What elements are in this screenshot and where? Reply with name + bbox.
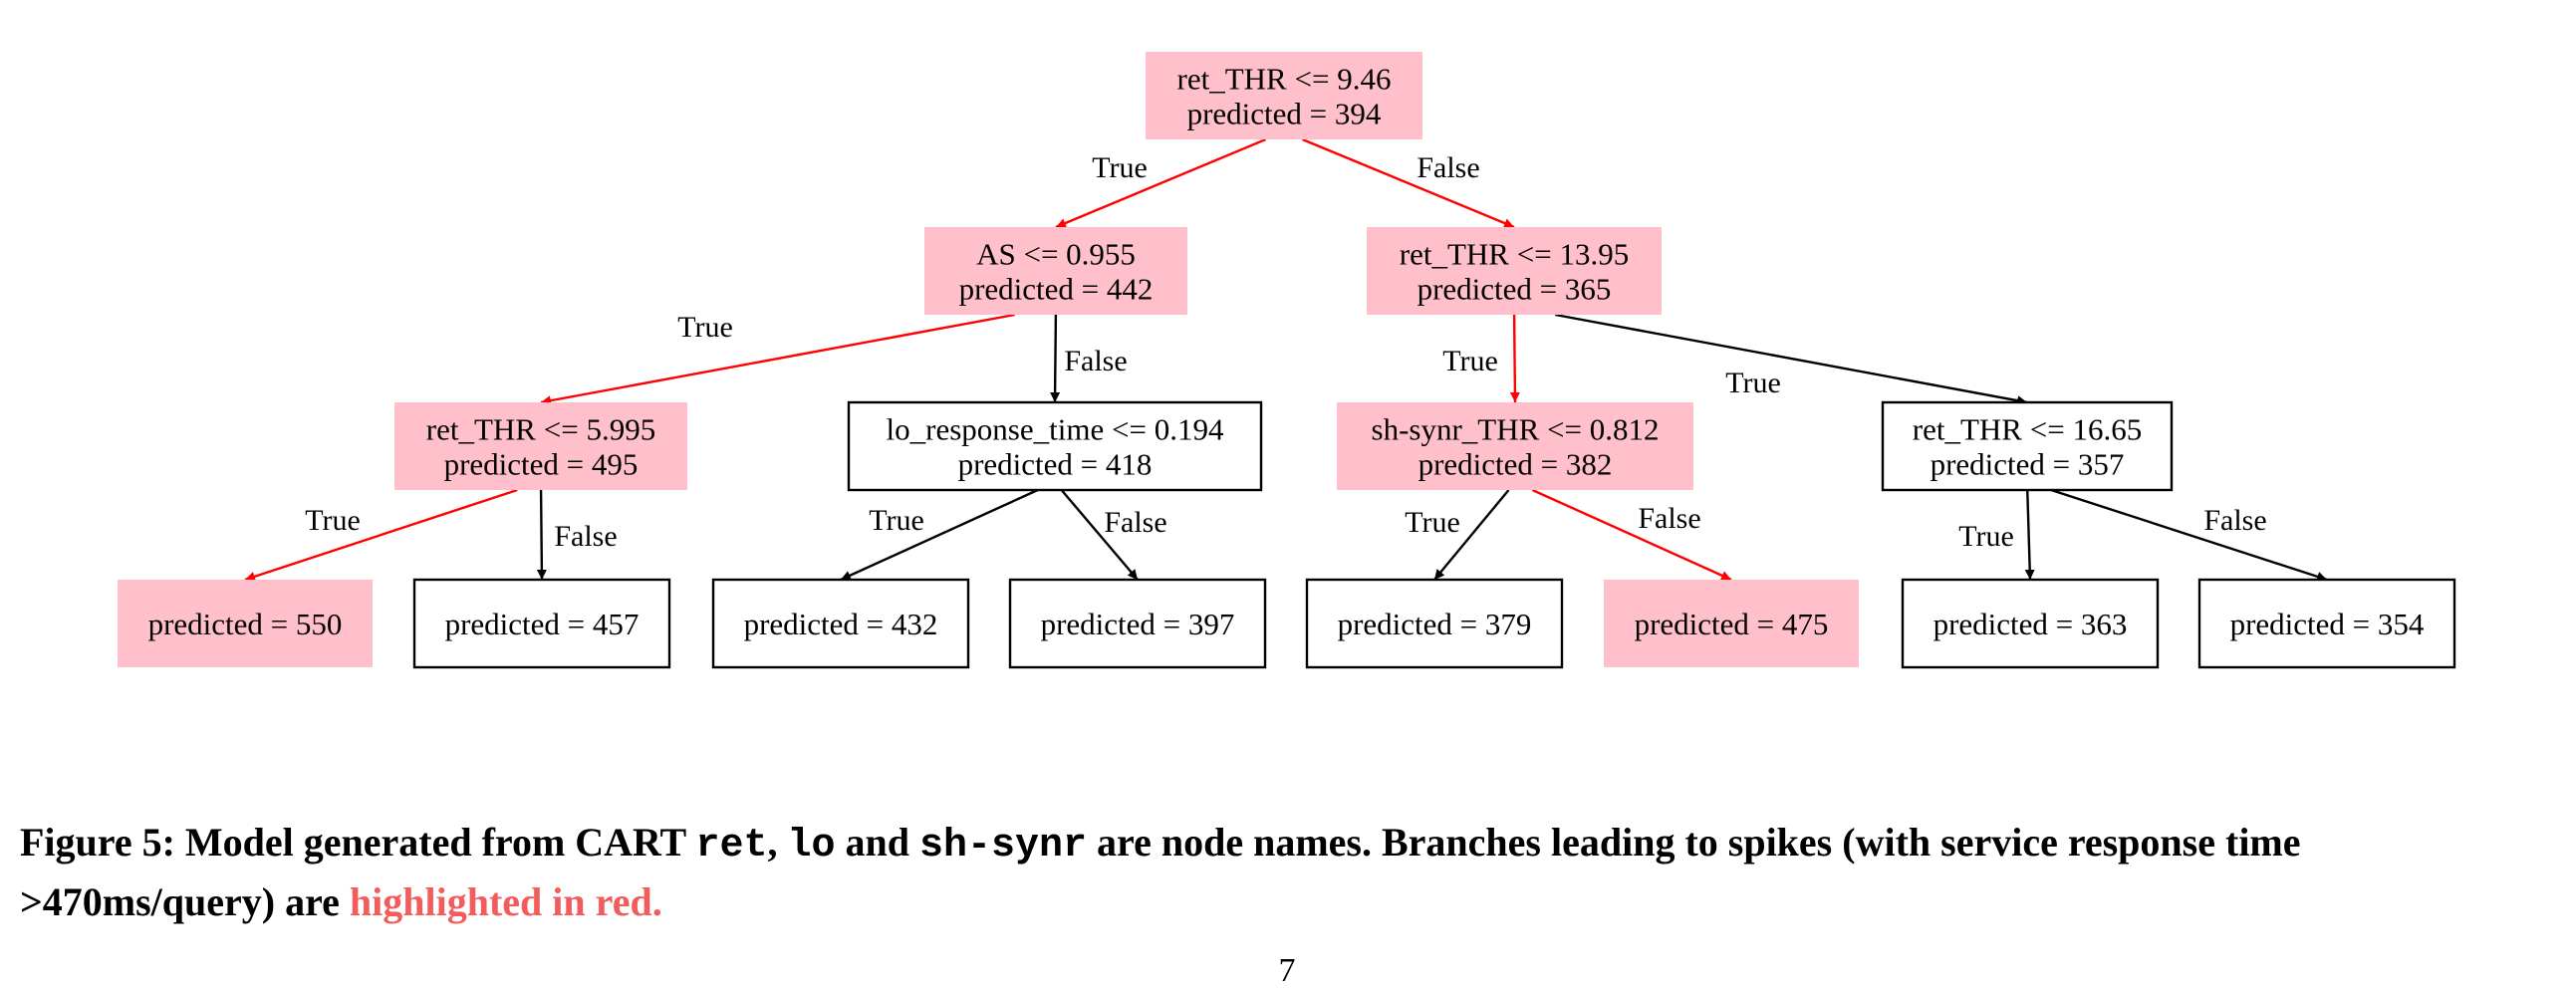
node-text-n2-0: ret_THR <= 13.95 bbox=[1400, 237, 1629, 272]
node-text-l4-0: predicted = 397 bbox=[1041, 607, 1235, 641]
edge-label-n0-n2: False bbox=[1417, 151, 1479, 184]
node-text-l5-0: predicted = 379 bbox=[1338, 607, 1532, 641]
node-text-n1-0: AS <= 0.955 bbox=[976, 237, 1136, 272]
edge-label-n4-l4: False bbox=[1104, 506, 1166, 539]
tree-node-l1: predicted = 550 bbox=[118, 580, 373, 667]
node-text-l7-0: predicted = 363 bbox=[1933, 607, 2128, 641]
edge-n5-l5 bbox=[1433, 489, 1510, 581]
edge-label-n2-n6: True bbox=[1725, 367, 1781, 399]
node-box-n2 bbox=[1367, 227, 1662, 315]
node-text-n6-1: predicted = 357 bbox=[1931, 447, 2125, 482]
edge-label-n0-n1: True bbox=[1092, 151, 1148, 184]
edge-label-n3-l2: False bbox=[554, 520, 617, 553]
node-text-l2-0: predicted = 457 bbox=[445, 607, 640, 641]
node-box-n5 bbox=[1337, 402, 1693, 490]
node-box-n1 bbox=[924, 227, 1187, 315]
edge-n0-n2 bbox=[1302, 137, 1515, 229]
tree-node-l5: predicted = 379 bbox=[1305, 578, 1564, 669]
edge-label-n6-l8: False bbox=[2203, 504, 2266, 537]
edge-label-n1-n4: False bbox=[1064, 345, 1127, 377]
edge-n2-n6 bbox=[1554, 313, 2028, 406]
tree-node-l7: predicted = 363 bbox=[1901, 578, 2160, 669]
edge-label-n6-l7: True bbox=[1958, 520, 2014, 553]
node-text-n6-0: ret_THR <= 16.65 bbox=[1913, 412, 2142, 447]
caption-text-3: and bbox=[835, 820, 920, 865]
edge-n2-n5 bbox=[1509, 314, 1520, 403]
node-text-n5-1: predicted = 382 bbox=[1418, 447, 1613, 482]
node-text-n0-0: ret_THR <= 9.46 bbox=[1177, 62, 1392, 97]
node-text-n4-1: predicted = 418 bbox=[958, 447, 1153, 482]
edge-label-n4-l3: True bbox=[869, 504, 924, 537]
edge-n1-n4 bbox=[1050, 314, 1061, 403]
caption-code-ret: ret bbox=[695, 824, 768, 868]
caption-text-1: Figure 5: Model generated from CART bbox=[20, 820, 696, 865]
edge-n3-l2 bbox=[536, 489, 547, 581]
node-box-l7 bbox=[1901, 578, 2160, 669]
page-number: 7 bbox=[1278, 952, 1296, 989]
node-box-n6 bbox=[1881, 400, 2174, 492]
node-text-n4-0: lo_response_time <= 0.194 bbox=[887, 412, 1224, 447]
node-text-n1-1: predicted = 442 bbox=[959, 272, 1154, 307]
tree-node-l2: predicted = 457 bbox=[412, 578, 671, 669]
edge-n3-l1 bbox=[244, 488, 518, 582]
edge-label-n1-n3: True bbox=[677, 311, 733, 344]
caption-text-4: are node names. Branches leading to spik… bbox=[20, 820, 2301, 924]
tree-node-l4: predicted = 397 bbox=[1008, 578, 1267, 669]
node-box-n0 bbox=[1146, 52, 1422, 139]
node-box-l2 bbox=[412, 578, 671, 669]
node-text-n5-0: sh-synr_THR <= 0.812 bbox=[1372, 412, 1660, 447]
node-text-n0-1: predicted = 394 bbox=[1187, 97, 1382, 131]
node-text-n3-0: ret_THR <= 5.995 bbox=[426, 412, 655, 447]
tree-node-l6: predicted = 475 bbox=[1604, 580, 1859, 667]
edge-label-n5-l6: False bbox=[1638, 502, 1700, 535]
node-text-n2-1: predicted = 365 bbox=[1417, 272, 1612, 307]
figure-caption: Figure 5: Model generated from CART ret,… bbox=[20, 815, 2560, 930]
node-text-l3-0: predicted = 432 bbox=[744, 607, 938, 641]
node-box-l3 bbox=[711, 578, 970, 669]
tree-node-l3: predicted = 432 bbox=[711, 578, 970, 669]
caption-code-lo: lo bbox=[787, 824, 836, 868]
node-text-l1-0: predicted = 550 bbox=[148, 607, 343, 641]
edge-n4-l4 bbox=[1060, 489, 1139, 581]
edge-label-n2-n5: True bbox=[1442, 345, 1498, 377]
node-text-l6-0: predicted = 475 bbox=[1635, 607, 1829, 641]
edge-label-n5-l5: True bbox=[1405, 506, 1460, 539]
node-box-l6 bbox=[1604, 580, 1859, 667]
edge-n5-l6 bbox=[1531, 488, 1732, 582]
caption-text-2: , bbox=[767, 820, 788, 865]
node-box-l1 bbox=[118, 580, 373, 667]
caption-code-sh-synr: sh-synr bbox=[919, 824, 1088, 868]
node-text-l8-0: predicted = 354 bbox=[2230, 607, 2425, 641]
edge-n0-n1 bbox=[1055, 137, 1267, 229]
caption-highlight: highlighted in red. bbox=[349, 879, 662, 924]
node-text-n3-1: predicted = 495 bbox=[444, 447, 639, 482]
edge-n6-l8 bbox=[2050, 488, 2328, 582]
edge-n6-l7 bbox=[2024, 489, 2035, 581]
edge-n1-n3 bbox=[540, 313, 1015, 406]
edge-n4-l3 bbox=[840, 488, 1039, 582]
edge-label-n3-l1: True bbox=[305, 504, 361, 537]
node-box-l8 bbox=[2197, 578, 2456, 669]
node-box-n4 bbox=[847, 400, 1263, 492]
node-box-l5 bbox=[1305, 578, 1564, 669]
node-box-l4 bbox=[1008, 578, 1267, 669]
tree-node-l8: predicted = 354 bbox=[2197, 578, 2456, 669]
node-box-n3 bbox=[394, 402, 687, 490]
